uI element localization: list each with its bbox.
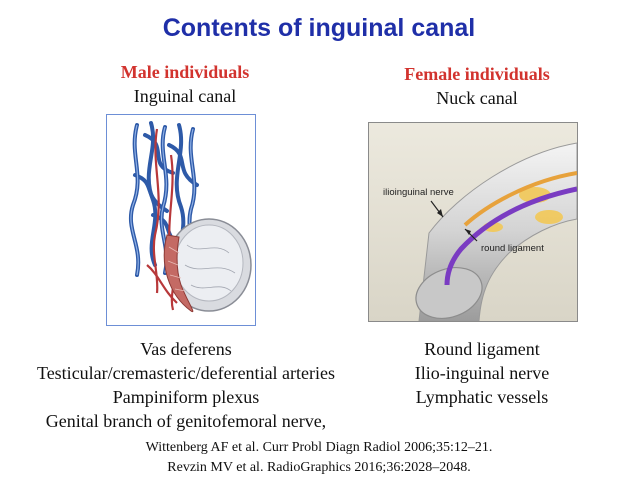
slide-title: Contents of inguinal canal — [162, 14, 476, 42]
round-ligament-label: round ligament — [481, 243, 544, 254]
references: Wittenberg AF et al. Curr Probl Diagn Ra… — [0, 438, 638, 478]
male-contents-list: Vas deferens Testicular/cremasteric/defe… — [0, 337, 372, 433]
male-inguinal-illustration — [106, 114, 256, 326]
list-item: Pampiniform plexus — [112, 387, 260, 407]
reference-item: Wittenberg AF et al. Curr Probl Diagn Ra… — [145, 440, 493, 455]
female-contents-list: Round ligament Ilio-inguinal nerve Lymph… — [372, 337, 592, 409]
female-nuck-canal-illustration: ilioinguinal nerve round ligament — [368, 122, 578, 322]
list-item: Vas deferens — [140, 339, 232, 359]
list-item: Ilio-inguinal nerve — [414, 363, 550, 383]
male-subheading: Inguinal canal — [133, 86, 237, 106]
ilioinguinal-nerve-label: ilioinguinal nerve — [383, 187, 454, 198]
list-item: Genital branch of genitofemoral nerve, — [45, 411, 327, 431]
female-subheading: Nuck canal — [436, 88, 518, 108]
list-item: Round ligament — [424, 339, 540, 359]
male-heading: Male individuals — [120, 62, 250, 82]
female-heading: Female individuals — [404, 64, 550, 84]
reference-item: Revzin MV et al. RadioGraphics 2016;36:2… — [167, 460, 471, 475]
nuck-canal-drawing: ilioinguinal nerve round ligament — [369, 123, 577, 321]
list-item: Lymphatic vessels — [415, 387, 549, 407]
list-item: Testicular/cremasteric/deferential arter… — [36, 363, 336, 383]
spermatic-cord-testis-drawing — [128, 121, 252, 313]
